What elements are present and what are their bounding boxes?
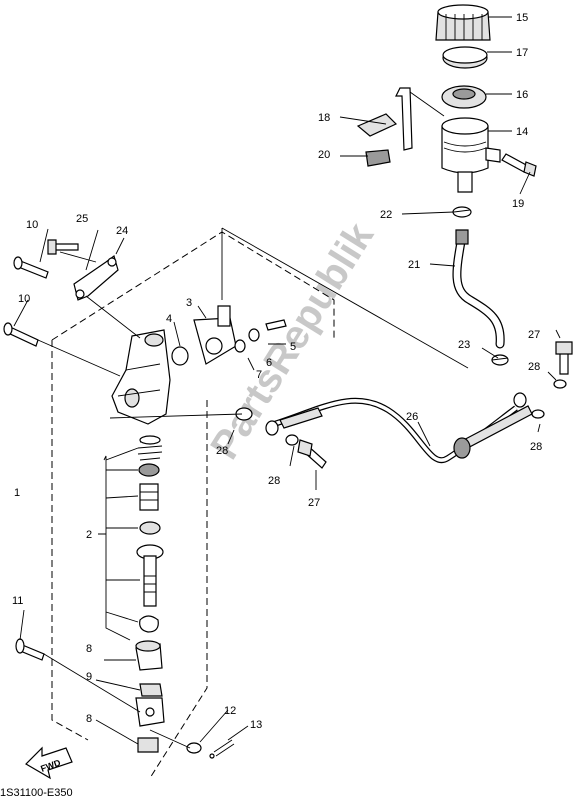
screw-5[interactable]	[265, 319, 287, 331]
gasket-28-lower-right[interactable]	[531, 409, 545, 419]
callout-21: 21	[408, 259, 420, 271]
gasket-28-mid[interactable]	[285, 434, 299, 446]
hose-clip-22[interactable]	[452, 206, 472, 218]
reservoir-tank-14[interactable]	[441, 117, 501, 193]
reservoir-group-outline	[221, 227, 469, 369]
spring-2[interactable]	[137, 435, 163, 461]
callout-27-upper: 27	[528, 329, 540, 341]
leader-lines-reservoir	[339, 16, 531, 359]
banjo-bolt-27-upper[interactable]	[555, 341, 573, 375]
callout-8-upper: 8	[86, 643, 92, 655]
leader-lines-lower	[19, 609, 249, 749]
fwd-arrow: FWD	[25, 746, 73, 780]
callout-4: 4	[166, 313, 172, 325]
brake-hose-26[interactable]	[265, 392, 533, 464]
callout-6: 6	[266, 357, 272, 369]
gasket-28-upper[interactable]	[553, 379, 567, 389]
callout-23: 23	[458, 339, 470, 351]
bracket-plate-24[interactable]	[73, 254, 119, 301]
boot-8-upper[interactable]	[135, 640, 163, 671]
callout-15: 15	[516, 12, 528, 24]
leader-lines-left-upper	[13, 228, 286, 377]
callout-24: 24	[116, 225, 128, 237]
reservoir-hose-21[interactable]	[452, 229, 505, 349]
callout-13: 13	[250, 719, 262, 731]
callout-17: 17	[516, 47, 528, 59]
leader-lines-piston-kit	[98, 447, 140, 641]
bolt-25[interactable]	[47, 239, 79, 255]
callout-2: 2	[86, 529, 92, 541]
leader-lines-hose	[109, 329, 561, 490]
reservoir-cap-15[interactable]	[435, 4, 491, 41]
hose-clip-23[interactable]	[491, 354, 509, 366]
callout-16: 16	[516, 89, 528, 101]
callout-28-mid: 28	[268, 475, 280, 487]
master-cylinder-body[interactable]	[111, 329, 171, 425]
callout-18: 18	[318, 112, 330, 124]
bolt-10-lower[interactable]	[3, 322, 39, 347]
secondary-cup[interactable]	[139, 521, 161, 535]
washer-7[interactable]	[234, 339, 246, 353]
washer-12[interactable]	[186, 742, 202, 754]
circlip-2[interactable]	[139, 615, 159, 633]
cotter-pin-13[interactable]	[209, 739, 235, 759]
callout-10-lower: 10	[18, 293, 30, 305]
piston-2[interactable]	[136, 544, 164, 607]
callout-28-left: 28	[216, 445, 228, 457]
callout-14: 14	[516, 126, 528, 138]
callout-9: 9	[86, 671, 92, 683]
bolt-19[interactable]	[501, 153, 537, 177]
nut-9[interactable]	[139, 683, 163, 697]
pin-11[interactable]	[15, 638, 45, 661]
clevis[interactable]	[135, 697, 165, 727]
callout-8-lower: 8	[86, 713, 92, 725]
callout-22: 22	[380, 209, 392, 221]
callout-26: 26	[406, 411, 418, 423]
callout-10-upper: 10	[26, 219, 38, 231]
cup-seal[interactable]	[138, 463, 160, 477]
bolt-10-upper[interactable]	[13, 256, 49, 279]
callout-7: 7	[256, 369, 262, 381]
banjo-bolt-27-lower[interactable]	[297, 439, 327, 469]
callout-11: 11	[12, 595, 23, 607]
o-ring-4[interactable]	[171, 346, 189, 366]
callout-1: 1	[14, 487, 20, 499]
callout-27-lower: 27	[308, 497, 320, 509]
callout-28-upper: 28	[528, 361, 540, 373]
piston-spring-2[interactable]	[139, 483, 159, 511]
assembly-outline-dashed	[51, 231, 335, 779]
callout-28-right: 28	[530, 441, 542, 453]
diaphragm-16[interactable]	[441, 85, 487, 109]
callout-5: 5	[290, 341, 296, 353]
diaphragm-plate-17[interactable]	[442, 46, 488, 69]
callout-3: 3	[186, 297, 192, 309]
callout-19: 19	[512, 198, 524, 210]
union-fitting-3[interactable]	[193, 305, 237, 365]
nut-8-lower[interactable]	[137, 737, 159, 753]
callout-12: 12	[224, 705, 236, 717]
diagram-code: 1S31100-E350	[0, 787, 73, 799]
callout-25: 25	[76, 213, 88, 225]
washer-6[interactable]	[248, 328, 260, 342]
bracket-18[interactable]	[356, 87, 413, 151]
damper-20[interactable]	[365, 149, 391, 167]
callout-20: 20	[318, 149, 330, 161]
